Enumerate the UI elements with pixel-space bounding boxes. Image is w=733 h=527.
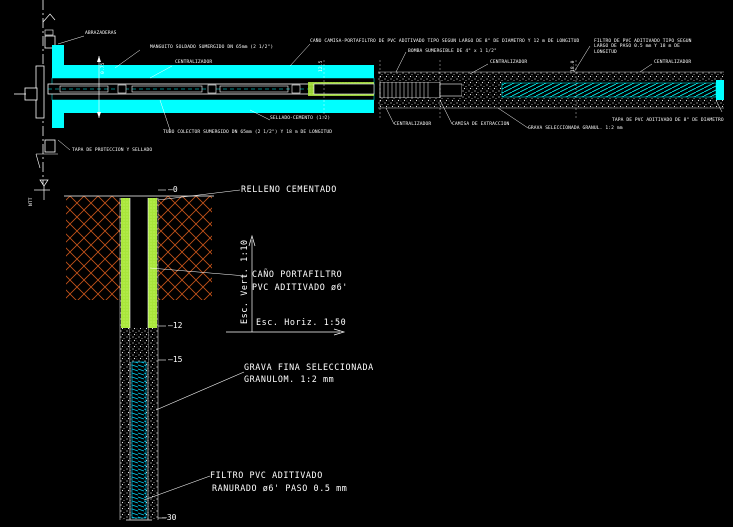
gravel-pack-top: [378, 72, 724, 82]
section-view: [64, 189, 346, 521]
depth-30: —30: [162, 513, 177, 522]
dim-mid: 12.5: [319, 60, 324, 72]
clamp-bottom: [44, 139, 56, 153]
label-grava-line1: GRAVA FINA SELECCIONADA: [244, 362, 374, 372]
label-cemento: SELLADO-CEMENTO (1:2): [270, 116, 331, 121]
end-cap: [716, 80, 724, 100]
label-manguito: MANGUITO SOLDADO SUMERGIDO DN 65mm (2 1/…: [150, 45, 274, 50]
slotted-filter-section: [131, 361, 147, 519]
casing-wall-right: [148, 198, 157, 328]
flange-cap: [24, 87, 38, 101]
dim-right: 18.0: [571, 60, 576, 72]
casing-wall-left: [121, 198, 130, 328]
label-tubo-colector: TUBO COLECTOR SUMERGIDO DN 65mm (2 1/2")…: [163, 130, 333, 135]
casing-upper-wall: [52, 65, 374, 78]
label-abrazaderas: ABRAZADERAS: [85, 31, 117, 36]
label-cano-camisa: CAÑO CAMISA-PORTAFILTRO DE PVC ADITIVADO…: [310, 39, 580, 44]
label-tapa-pvc: TAPA DE PVC ADITIVADO DE 8" DE DIAMETRO: [612, 118, 724, 123]
top-view: [14, 0, 724, 200]
label-cano-line1: CAÑO PORTAFILTRO: [252, 269, 343, 279]
label-grava-top: GRAVA SELECCIONADA GRANUL. 1:2 mm: [528, 126, 623, 131]
label-tapa-proteccion: TAPA DE PROTECCION Y SELLADO: [72, 148, 153, 153]
coupling-3: [291, 84, 301, 94]
label-centralizador-mid: CENTRALIZADOR: [490, 60, 528, 65]
label-centralizador-left: CENTRALIZADOR: [175, 60, 213, 65]
slotted-filter: [501, 82, 717, 98]
clamp-top: [44, 35, 56, 49]
ground-level-marker: [34, 179, 50, 200]
pump-motor: [439, 83, 463, 97]
label-grava-line2: GRANULOM. 1:2 mm: [244, 374, 335, 384]
coupling-2: [207, 84, 217, 94]
label-centralizador-low: CENTRALIZADOR: [394, 122, 432, 127]
label-bomba: BOMBA SUMERGIBLE DE 4" x 1 1/2": [408, 49, 497, 54]
depth-0: —0: [168, 185, 178, 194]
gravel-pack-bottom: [378, 98, 724, 108]
soil-right: [156, 196, 212, 300]
depth-12: —12: [168, 321, 183, 330]
label-filtro-line2: RANURADO ø6' PASO 0.5 mm: [212, 483, 348, 493]
label-cano-line2: PVC ADITIVADO ø6': [252, 282, 348, 292]
label-camisa-ext: CAMISA DE EXTRACCION: [452, 122, 510, 127]
casing-head-top: [52, 45, 64, 65]
label-centralizador-right: CENTRALIZADOR: [654, 60, 692, 65]
dim-top: 0.75: [101, 62, 106, 74]
soil-left: [66, 196, 122, 300]
label-esc-horiz: Esc. Horiz. 1:50: [256, 317, 347, 327]
coupling-1: [117, 84, 127, 94]
label-filtro-line1: FILTRO PVC ADITIVADO: [210, 470, 323, 480]
casing-lower-wall: [52, 100, 374, 113]
depth-15: —15: [168, 355, 183, 364]
label-filtro-top: FILTRO DE PVC ADITIVADO TIPO SEGUN LARGO…: [594, 39, 692, 55]
level-mark: NTT: [29, 197, 34, 206]
submersible-pump: [379, 81, 441, 99]
scale-axes: [226, 234, 346, 336]
label-esc-vert: Esc. Vert. 1:10: [239, 239, 249, 324]
label-relleno: RELLENO CEMENTADO: [241, 184, 337, 194]
